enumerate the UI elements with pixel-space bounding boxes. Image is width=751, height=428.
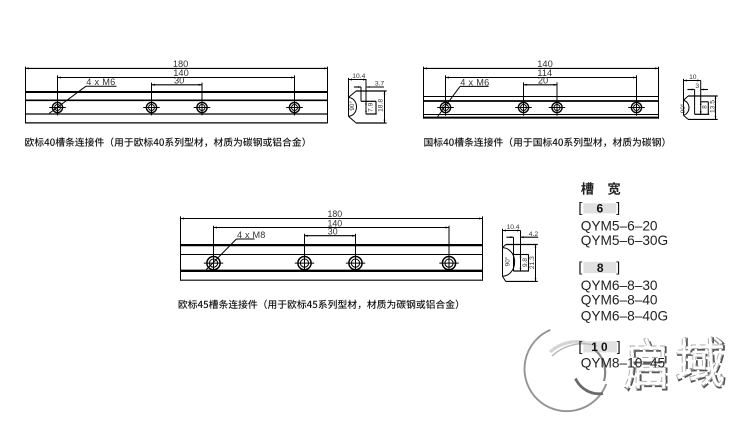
svg-text:]: ] [616, 199, 620, 215]
svg-text:10.4: 10.4 [352, 73, 365, 80]
svg-text:]: ] [616, 259, 620, 275]
svg-text:QYM8–10–45: QYM8–10–45 [581, 355, 666, 370]
svg-text:21.3: 21.3 [529, 256, 536, 269]
svg-text:90°: 90° [680, 103, 687, 113]
svg-text:180: 180 [173, 59, 189, 69]
svg-text:8: 8 [702, 105, 709, 109]
svg-text:[: [ [578, 259, 582, 275]
svg-text:QYM6–8–40G: QYM6–8–40G [581, 309, 669, 324]
svg-text:20: 20 [538, 75, 548, 85]
svg-text:18.8: 18.8 [377, 99, 384, 112]
svg-text:8: 8 [597, 261, 604, 275]
svg-text:114: 114 [537, 68, 552, 78]
svg-text:30: 30 [328, 227, 338, 237]
svg-text:QYM6–8–40: QYM6–8–40 [581, 293, 658, 308]
svg-text:30: 30 [174, 76, 184, 86]
svg-text:140: 140 [537, 59, 553, 69]
svg-text:[: [ [578, 199, 582, 215]
svg-text:4 x M6: 4 x M6 [460, 78, 489, 88]
svg-text:4 x M6: 4 x M6 [86, 77, 115, 87]
svg-text:10: 10 [689, 74, 697, 81]
svg-text:9.8: 9.8 [522, 258, 529, 268]
svg-text:10.4: 10.4 [506, 224, 519, 231]
svg-text:90°: 90° [348, 101, 356, 111]
svg-text:140: 140 [173, 68, 189, 78]
svg-text:7.9: 7.9 [368, 102, 375, 112]
svg-text:180: 180 [327, 209, 342, 219]
svg-text:3: 3 [695, 83, 699, 90]
svg-text:4.2: 4.2 [529, 231, 539, 238]
svg-text:QYM5–6–20: QYM5–6–20 [581, 219, 658, 234]
svg-text:13.5: 13.5 [709, 100, 716, 113]
svg-text:QYM6–8–30: QYM6–8–30 [581, 278, 658, 293]
svg-text:QYM5–6–30G: QYM5–6–30G [581, 233, 669, 248]
svg-text:90°: 90° [504, 256, 512, 266]
svg-text:140: 140 [327, 218, 342, 228]
svg-text:10: 10 [591, 340, 611, 354]
svg-text:6: 6 [597, 201, 604, 215]
svg-text:[: [ [578, 338, 582, 354]
svg-text:4 x M8: 4 x M8 [237, 230, 266, 240]
svg-text:]: ] [617, 338, 621, 354]
svg-text:3.7: 3.7 [375, 80, 385, 87]
